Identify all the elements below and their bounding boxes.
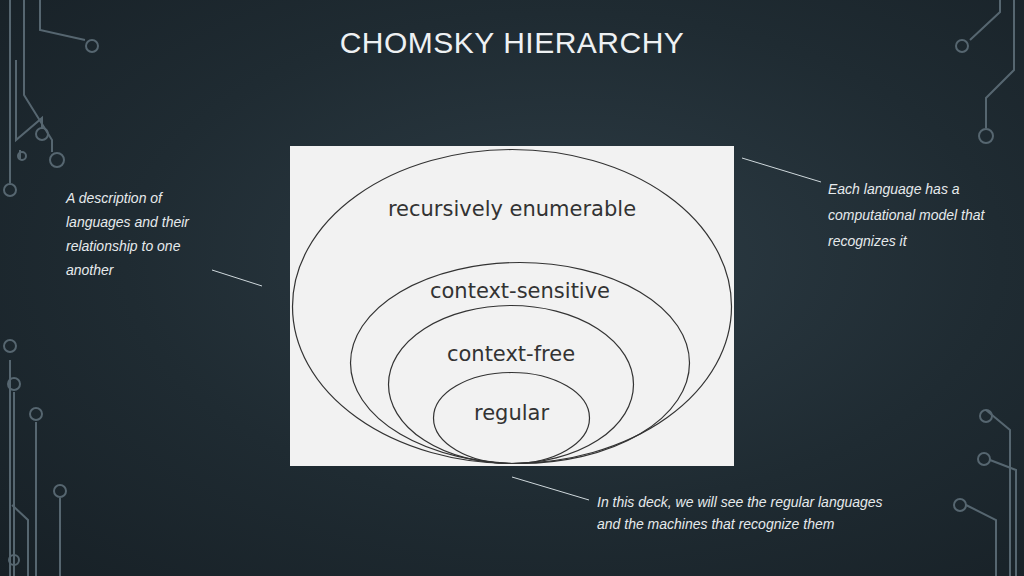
callout-note: In this deck, we will see the regular la… <box>597 491 909 535</box>
circuit-traces <box>4 0 1016 576</box>
leader-line <box>212 270 262 286</box>
language-class-ellipse: regular <box>433 372 590 464</box>
ellipse-shape <box>389 306 634 464</box>
language-class-name: context-free <box>447 342 575 366</box>
language-class-name: recursively enumerable <box>388 197 636 221</box>
language-class-ellipse: context-sensitive context-free regular <box>350 262 690 464</box>
ellipse-shape <box>434 373 590 464</box>
leader-line <box>512 477 589 500</box>
language-class-ellipse: recursively enumerablecontext-sensitivec… <box>292 149 732 464</box>
figure-panel <box>290 146 734 466</box>
callout-note: Each language has a computational model … <box>828 176 988 254</box>
language-class-ellipse: context-free regular <box>388 305 634 464</box>
ellipse-shape <box>351 263 690 464</box>
leader-line <box>742 158 821 182</box>
ellipse-shape <box>293 150 732 464</box>
language-class-name: regular <box>474 401 549 425</box>
slide-title: CHOMSKY HIERARCHY <box>0 26 1024 60</box>
language-class-name: context-sensitive <box>430 279 610 303</box>
callout-note: A description of languages and their rel… <box>66 186 208 282</box>
ellipse-outline <box>388 305 634 464</box>
